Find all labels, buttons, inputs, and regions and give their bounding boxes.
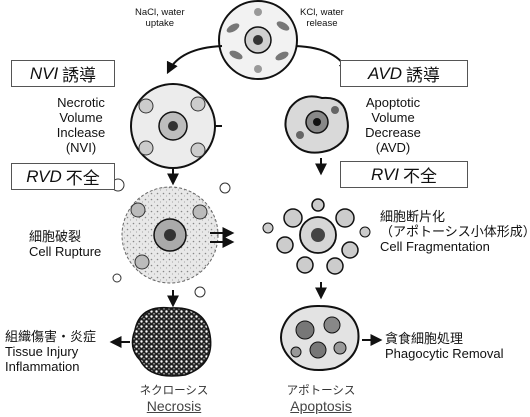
rvd-box-label: RVD bbox=[26, 167, 62, 187]
rvi-box-jp: 不全 bbox=[403, 162, 437, 187]
apoptosis-en: Apoptosis bbox=[278, 398, 364, 414]
rupture-jp: 細胞破裂 bbox=[29, 230, 101, 245]
necrosis-kata: ネクローシス bbox=[131, 385, 217, 398]
fragment-jp: 細胞断片化 bbox=[380, 210, 530, 225]
fragment-jp2: （アポトーシス小体形成） bbox=[380, 225, 530, 240]
avd-box-label: AVD bbox=[368, 64, 402, 84]
nvi-box-label: NVI bbox=[30, 64, 58, 84]
fragmenting-cell bbox=[263, 199, 370, 274]
injury-en1: Tissue Injury bbox=[5, 345, 96, 360]
nvi-line2: Volume bbox=[46, 111, 116, 126]
avd-box-jp: 誘導 bbox=[406, 61, 440, 86]
nvi-line4: (NVI) bbox=[46, 141, 116, 156]
kcl-release-note: KCl, water release bbox=[300, 8, 344, 30]
nacl-note-line2: uptake bbox=[135, 19, 185, 30]
swollen-cell bbox=[131, 84, 222, 168]
apoptosis-title: アポトーシス Apoptosis bbox=[278, 385, 364, 414]
rvi-box-label: RVI bbox=[371, 165, 399, 185]
injury-jp: 組織傷害・炎症 bbox=[5, 330, 96, 345]
phagocytic-removal-label: 貪食細胞処理 Phagocytic Removal bbox=[385, 332, 504, 362]
phagocyte bbox=[281, 306, 359, 370]
arrow-to-nvi bbox=[168, 46, 222, 72]
fragment-en: Cell Fragmentation bbox=[380, 240, 530, 255]
necrotic-debris bbox=[132, 308, 210, 376]
avd-line4: (AVD) bbox=[356, 141, 430, 156]
rupture-en: Cell Rupture bbox=[29, 245, 101, 260]
shrunken-cell bbox=[285, 96, 347, 152]
avd-line3: Decrease bbox=[356, 126, 430, 141]
nvi-label: Necrotic Volume Inclease (NVI) bbox=[46, 96, 116, 156]
nacl-uptake-note: NaCl, water uptake bbox=[135, 8, 185, 30]
nvi-box-jp: 誘導 bbox=[62, 61, 96, 86]
removal-jp: 貪食細胞処理 bbox=[385, 332, 504, 347]
avd-line2: Volume bbox=[356, 111, 430, 126]
necrosis-title: ネクローシス Necrosis bbox=[131, 385, 217, 414]
nvi-line1: Necrotic bbox=[46, 96, 116, 111]
normal-cell bbox=[219, 1, 297, 79]
kcl-note-line2: release bbox=[300, 19, 344, 30]
necrosis-en: Necrosis bbox=[131, 398, 217, 414]
nvi-line3: Inclease bbox=[46, 126, 116, 141]
rvd-box-jp: 不全 bbox=[66, 164, 100, 189]
cell-fragmentation-label: 細胞断片化 （アポトーシス小体形成） Cell Fragmentation bbox=[380, 210, 530, 255]
avd-label: Apoptotic Volume Decrease (AVD) bbox=[356, 96, 430, 156]
avd-line1: Apoptotic bbox=[356, 96, 430, 111]
tissue-injury-label: 組織傷害・炎症 Tissue Injury Inflammation bbox=[5, 330, 96, 375]
apoptosis-kata: アポトーシス bbox=[278, 385, 364, 398]
removal-en: Phagocytic Removal bbox=[385, 347, 504, 362]
cell-rupture-label: 細胞破裂 Cell Rupture bbox=[29, 230, 101, 260]
injury-en2: Inflammation bbox=[5, 360, 96, 375]
rupturing-cell bbox=[112, 179, 230, 297]
